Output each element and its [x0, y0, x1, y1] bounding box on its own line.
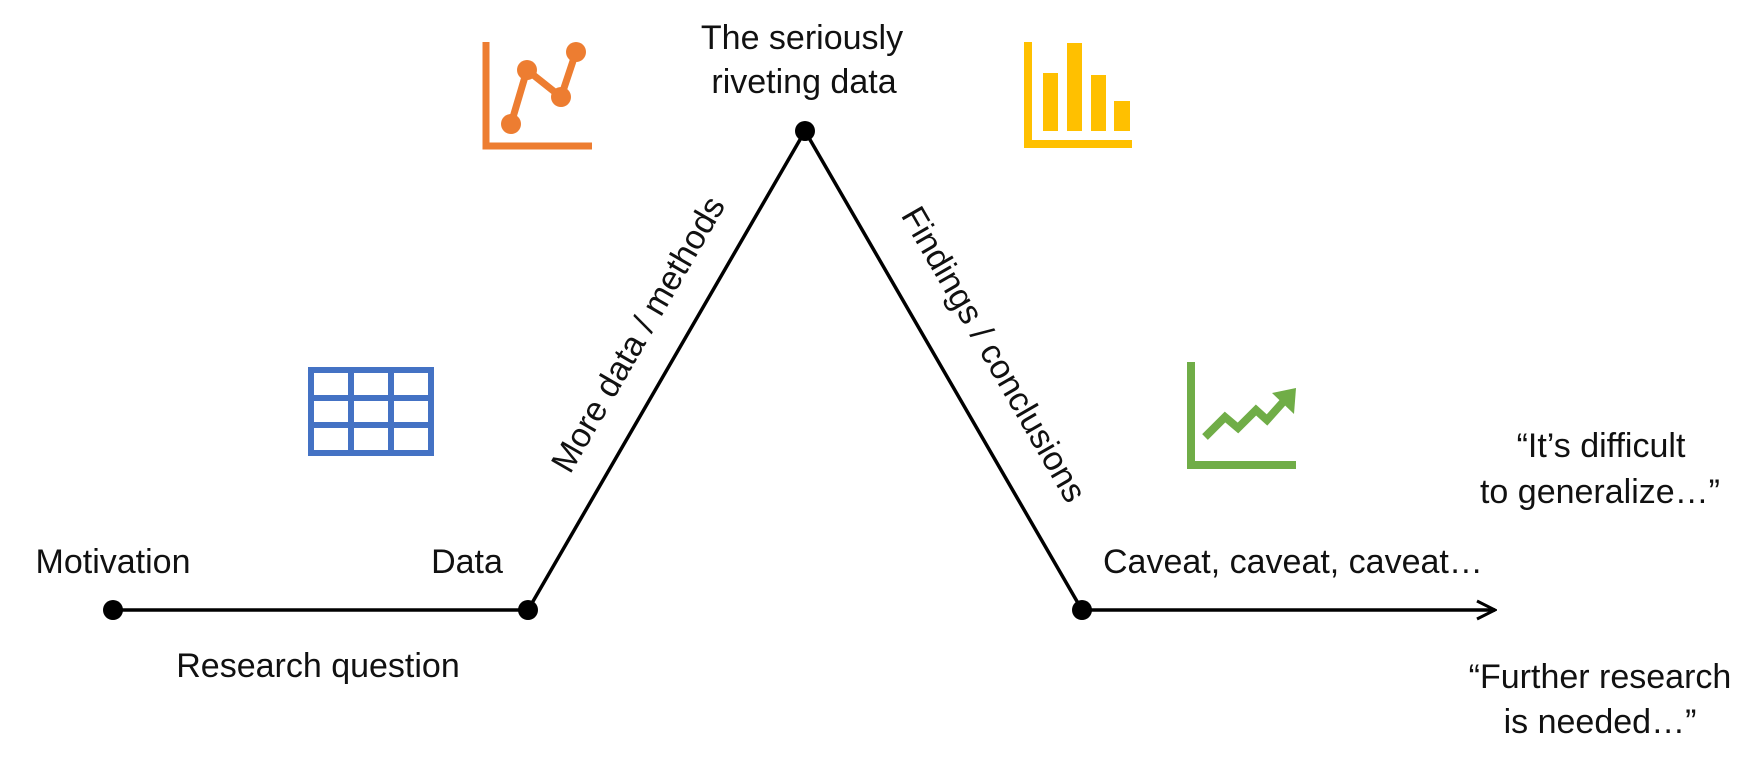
label-difficult-line1: “It’s difficult — [1517, 427, 1686, 465]
node-motivation — [103, 600, 123, 620]
label-difficult-line2: to generalize…” — [1480, 473, 1720, 511]
label-peak-line2: riveting data — [711, 63, 896, 101]
bar-chart-icon — [1024, 42, 1132, 148]
label-motivation: Motivation — [36, 543, 191, 581]
arc-path — [113, 130, 1495, 611]
label-research-question: Research question — [176, 647, 460, 685]
node-caveat — [1072, 600, 1092, 620]
trend-up-chart-icon — [1187, 362, 1296, 469]
node-data — [518, 600, 538, 620]
label-further-line2: is needed…” — [1504, 703, 1697, 741]
label-more-data-methods: More data / methods — [544, 190, 733, 479]
arc-nodes — [103, 121, 1092, 620]
label-peak-line1: The seriously — [701, 19, 903, 57]
label-data: Data — [431, 543, 503, 581]
table-icon — [308, 367, 434, 456]
node-peak — [795, 121, 815, 141]
label-caveat: Caveat, caveat, caveat… — [1103, 543, 1483, 581]
segment-data-to-peak — [526, 130, 807, 611]
segment-peak-to-caveat — [803, 130, 1084, 611]
line-chart-icon — [482, 42, 592, 150]
label-further-line1: “Further research — [1469, 658, 1732, 696]
label-findings-conclusions: Findings / conclusions — [893, 200, 1093, 509]
